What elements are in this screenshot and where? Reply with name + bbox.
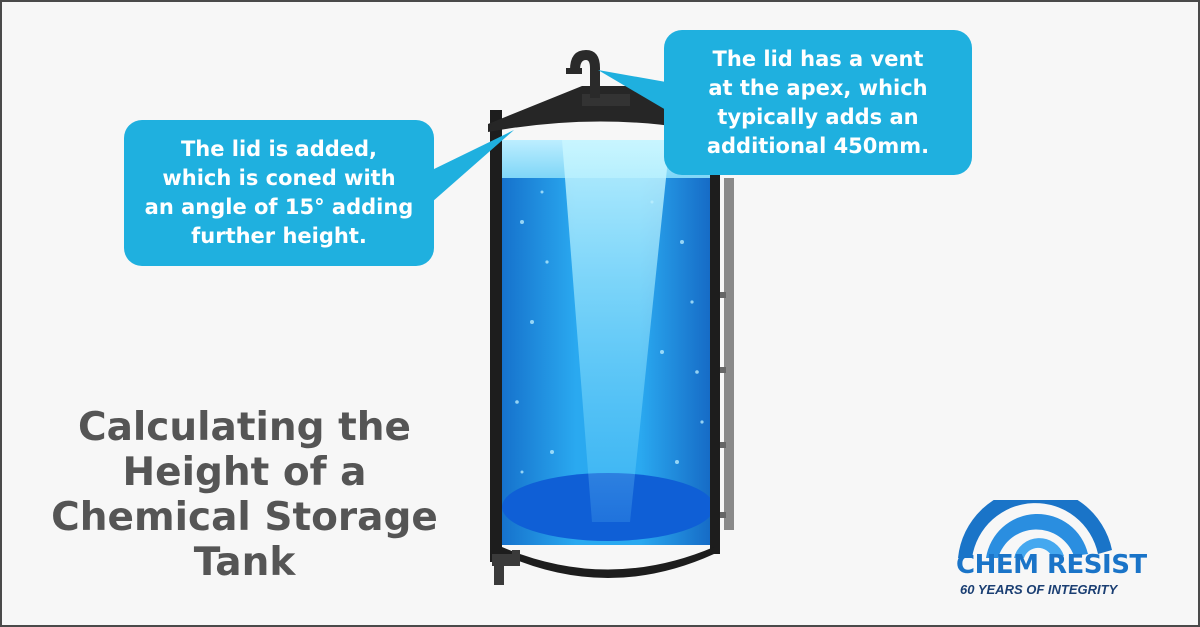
callout-lid-line: an angle of 15° adding	[144, 195, 414, 219]
title-line: Tank	[193, 540, 296, 585]
logo-name: CHEM RESIST	[956, 550, 1147, 580]
callout-vent-line: typically adds an	[717, 104, 919, 129]
wave-arcs-icon	[958, 500, 1112, 558]
outlet-valve	[492, 550, 520, 585]
tank-body	[502, 140, 714, 545]
page-title: Calculating the Height of a Chemical Sto…	[22, 405, 467, 585]
callout-vent-line: at the apex, which	[708, 75, 928, 100]
callout-lid-line: which is coned with	[162, 166, 396, 190]
tank-shell	[490, 110, 720, 578]
chem-resist-logo: CHEM RESIST 60 YEARS OF INTEGRITY	[952, 500, 1182, 610]
callout-vent-line: The lid has a vent	[712, 46, 924, 71]
title-line: Chemical Storage	[51, 495, 438, 540]
callout-right-pointer	[598, 70, 666, 110]
title-line: Height of a	[122, 450, 367, 495]
callout-lid-line: The lid is added,	[180, 137, 378, 161]
callout-vent-line: additional 450mm.	[706, 133, 930, 158]
callout-left-pointer	[432, 130, 514, 202]
callout-lid-line: further height.	[191, 224, 367, 248]
title-line: Calculating the	[77, 405, 411, 450]
callout-vent-info: The lid has a vent at the apex, which ty…	[664, 30, 972, 175]
logo-tagline: 60 YEARS OF INTEGRITY	[960, 582, 1118, 597]
apex-vent	[566, 50, 600, 98]
callout-lid-info: The lid is added, which is coned with an…	[124, 120, 434, 266]
